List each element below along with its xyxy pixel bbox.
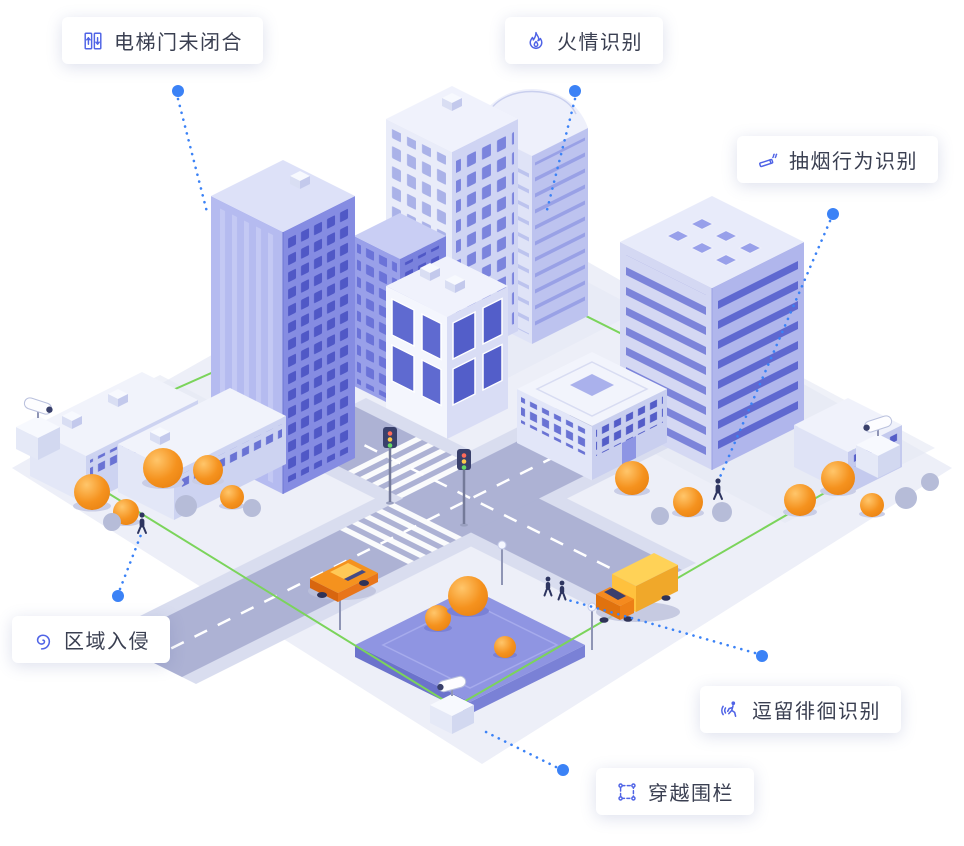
label-area-intrusion[interactable]: 区域入侵 bbox=[12, 616, 170, 663]
trees bbox=[73, 448, 939, 659]
truck-yellow bbox=[596, 553, 680, 623]
person-intruder bbox=[137, 512, 147, 534]
person-smoking bbox=[713, 478, 723, 500]
label-fire-detection[interactable]: 火情识别 bbox=[505, 17, 663, 64]
car-orange bbox=[308, 559, 378, 602]
cctv-camera-left bbox=[16, 397, 60, 460]
label-text: 穿越围栏 bbox=[648, 783, 734, 805]
callout-connectors bbox=[112, 85, 839, 776]
crosswalk bbox=[340, 437, 470, 564]
label-text: 区域入侵 bbox=[64, 631, 150, 653]
building-office-small bbox=[517, 352, 667, 481]
label-text: 火情识别 bbox=[557, 32, 643, 54]
connector-dot bbox=[569, 85, 581, 97]
bushes bbox=[103, 473, 939, 531]
spiral-icon bbox=[32, 629, 54, 651]
label-loitering-detection[interactable]: 逗留徘徊识别 bbox=[700, 686, 901, 733]
connector-dot bbox=[112, 590, 124, 602]
connector-dot bbox=[172, 85, 184, 97]
elevator-icon bbox=[82, 30, 104, 52]
label-text: 抽烟行为识别 bbox=[789, 151, 918, 173]
building-glass-offices bbox=[386, 256, 508, 440]
traffic-light bbox=[457, 449, 471, 527]
connector-dot bbox=[756, 650, 768, 662]
people-loitering bbox=[543, 576, 567, 601]
label-elevator-door-open[interactable]: 电梯门未闭合 bbox=[62, 17, 263, 64]
label-smoking-detection[interactable]: 抽烟行为识别 bbox=[737, 136, 938, 183]
label-fence-crossing[interactable]: 穿越围栏 bbox=[596, 768, 754, 815]
fence-icon bbox=[616, 781, 638, 803]
cctv-camera-bottom bbox=[430, 675, 474, 734]
cigarette-icon bbox=[757, 149, 779, 171]
connector-dot bbox=[827, 208, 839, 220]
traffic-light bbox=[383, 427, 397, 505]
walker-icon bbox=[720, 699, 742, 721]
fire-icon bbox=[525, 30, 547, 52]
label-text: 逗留徘徊识别 bbox=[752, 701, 881, 723]
connector-dot bbox=[557, 764, 569, 776]
label-text: 电梯门未闭合 bbox=[114, 32, 243, 54]
park bbox=[355, 588, 585, 714]
cctv-camera-right bbox=[856, 415, 900, 478]
